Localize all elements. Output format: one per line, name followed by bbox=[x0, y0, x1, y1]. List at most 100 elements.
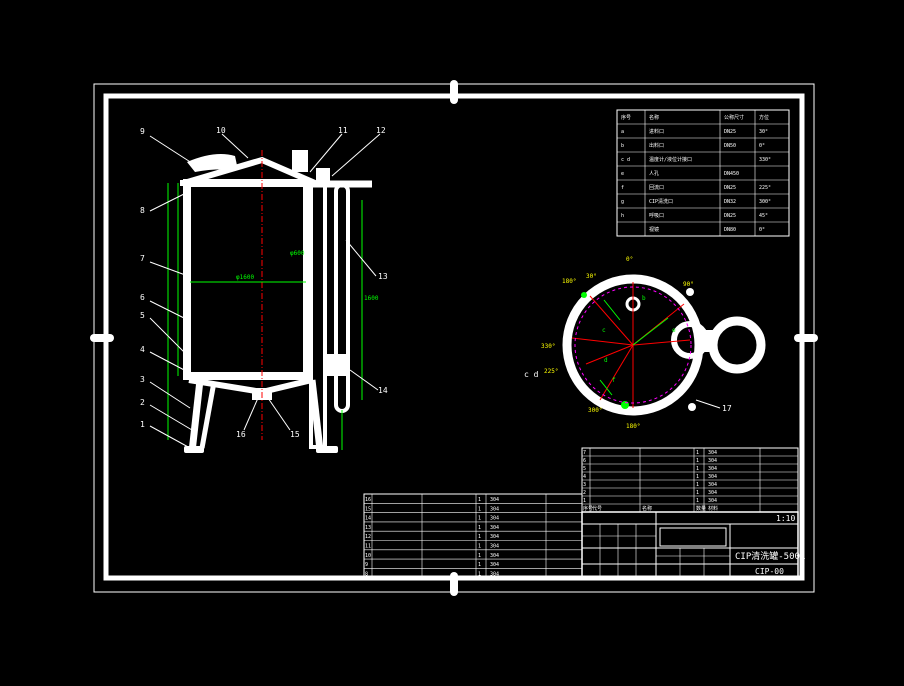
parts-right-header: 材料 bbox=[708, 505, 718, 512]
plan-angle-90: 90° bbox=[683, 281, 694, 288]
parts-right-cell: 2 bbox=[583, 490, 586, 496]
vessel-shell bbox=[183, 179, 311, 380]
parts-right-cell: 1 bbox=[696, 458, 699, 464]
dim-width-text: φ1600 bbox=[236, 274, 254, 281]
nozzle-table-cell: e bbox=[621, 171, 624, 177]
nozzle-table-cell: CIP清洗口 bbox=[649, 198, 673, 205]
parts-right-cell: 304 bbox=[708, 474, 717, 480]
center-mark-right bbox=[794, 334, 818, 342]
nozzle-table-cell: DN450 bbox=[724, 171, 739, 177]
plan-angle-arc bbox=[574, 286, 692, 404]
parts-left-cell: 304 bbox=[490, 534, 499, 540]
parts-right-cell: 4 bbox=[583, 474, 586, 480]
nozzle-table-cell: 公称尺寸 bbox=[724, 114, 744, 121]
parts-right-cell: 304 bbox=[708, 466, 717, 472]
callout-10: 10 bbox=[216, 126, 226, 135]
parts-right-cell: 1 bbox=[696, 474, 699, 480]
right-column bbox=[309, 183, 327, 449]
nozzle-table-cell: 330° bbox=[759, 157, 771, 163]
drawing-number: CIP-00 bbox=[755, 567, 784, 576]
nozzle-table-cell: a bbox=[621, 129, 624, 135]
parts-left-cell: 1 bbox=[478, 544, 481, 550]
manhole-cover bbox=[187, 154, 238, 172]
nozzle-table-cell: 0° bbox=[759, 143, 765, 149]
parts-right-cell: 304 bbox=[708, 482, 717, 488]
parts-right-cell: 304 bbox=[708, 490, 717, 496]
nozzle-table-cell: 温度计/液位计接口 bbox=[649, 156, 692, 163]
callout-4: 4 bbox=[140, 345, 145, 354]
parts-left-cell: 304 bbox=[490, 497, 499, 503]
title-block: CIP清洗罐-500L CIP-00 1:10 bbox=[581, 511, 805, 579]
nozzle-table-cell: 名称 bbox=[649, 114, 659, 121]
plan-view: 0° 30° 180° 330° 225° 300° 180° 90° c d … bbox=[524, 256, 766, 430]
nozzle-table-cell: 视镜 bbox=[649, 226, 659, 233]
parts-right-header: 名称 bbox=[642, 505, 652, 512]
top-nozzle-right bbox=[316, 168, 330, 184]
parts-left-cell: 1 bbox=[478, 497, 481, 503]
top-nozzle-left bbox=[292, 150, 308, 172]
nozzle-table-cell: f bbox=[621, 185, 624, 191]
parts-left-cell: 13 bbox=[365, 525, 371, 531]
nozzle-table-cell: 人孔 bbox=[649, 170, 659, 177]
parts-right-cell: 1 bbox=[696, 498, 699, 504]
plan-angle-300: 300° bbox=[588, 407, 602, 414]
nozzle-table-cell: 30° bbox=[759, 129, 768, 135]
parts-left-cell: 304 bbox=[490, 544, 499, 550]
nozzle-table-cell: DN80 bbox=[724, 227, 736, 233]
parts-left-cell: 1 bbox=[478, 516, 481, 522]
nozzle-table-cell: g bbox=[621, 199, 624, 205]
parts-right-cell: 6 bbox=[583, 458, 586, 464]
parts-right-cell: 1 bbox=[583, 498, 586, 504]
parts-right-cell: 1 bbox=[696, 490, 699, 496]
plan-nozzle-bottom bbox=[688, 403, 696, 411]
plan-mark-c: c bbox=[602, 327, 606, 334]
parts-left-cell: 304 bbox=[490, 571, 499, 577]
sight-glass bbox=[324, 354, 348, 376]
nozzle-table-cell: DN32 bbox=[724, 199, 736, 205]
parts-left-cell: 304 bbox=[490, 553, 499, 559]
parts-left-cell: 11 bbox=[365, 544, 371, 550]
center-mark-bottom bbox=[450, 572, 458, 596]
plan-manhole-bridge bbox=[700, 330, 716, 352]
vessel-top-head bbox=[183, 156, 317, 186]
leg-right bbox=[308, 379, 324, 451]
title-black-box bbox=[659, 527, 727, 547]
scale-text: 1:10 bbox=[776, 514, 795, 523]
plan-angle-330: 330° bbox=[541, 343, 555, 350]
callouts-left bbox=[149, 135, 196, 449]
parts-left-cell: 304 bbox=[490, 506, 499, 512]
callout-7: 7 bbox=[140, 254, 145, 263]
leg-left bbox=[188, 379, 204, 453]
nozzle-table-cell: 0° bbox=[759, 227, 765, 233]
plan-angle-225: 225° bbox=[544, 368, 558, 375]
plan-angle-0: 0° bbox=[626, 256, 633, 263]
center-mark-top bbox=[450, 80, 458, 104]
parts-left-cell: 1 bbox=[478, 562, 481, 568]
return-pipe bbox=[334, 183, 350, 413]
plan-mark-b: b bbox=[642, 295, 646, 302]
callout-1: 1 bbox=[140, 420, 145, 429]
parts-right-header: 序号 bbox=[583, 505, 593, 512]
nozzle-table-cell: 回流口 bbox=[649, 184, 664, 191]
nozzle-table-cell: b bbox=[621, 143, 624, 149]
parts-left-cell: 9 bbox=[365, 562, 368, 568]
plan-mark-e: e bbox=[672, 327, 676, 334]
callout-6a: 6 bbox=[140, 293, 145, 302]
callout-6b: 5 bbox=[140, 311, 145, 320]
parts-left-cell: 304 bbox=[490, 525, 499, 531]
plan-mark-f: f bbox=[612, 377, 616, 384]
parts-left-cell: 304 bbox=[490, 562, 499, 568]
plan-mark-d: d bbox=[604, 357, 608, 364]
plan-callout-17: 17 bbox=[722, 404, 732, 413]
callout-2: 2 bbox=[140, 398, 145, 407]
nozzle-table-cell: 出料口 bbox=[649, 142, 664, 149]
parts-right-cell: 304 bbox=[708, 498, 717, 504]
parts-left-cell: 16 bbox=[365, 497, 371, 503]
foot-left bbox=[184, 446, 204, 453]
top-flange bbox=[180, 180, 194, 186]
plan-angle-180a: 180° bbox=[562, 278, 576, 285]
nozzle-table-cell: 225° bbox=[759, 185, 771, 191]
